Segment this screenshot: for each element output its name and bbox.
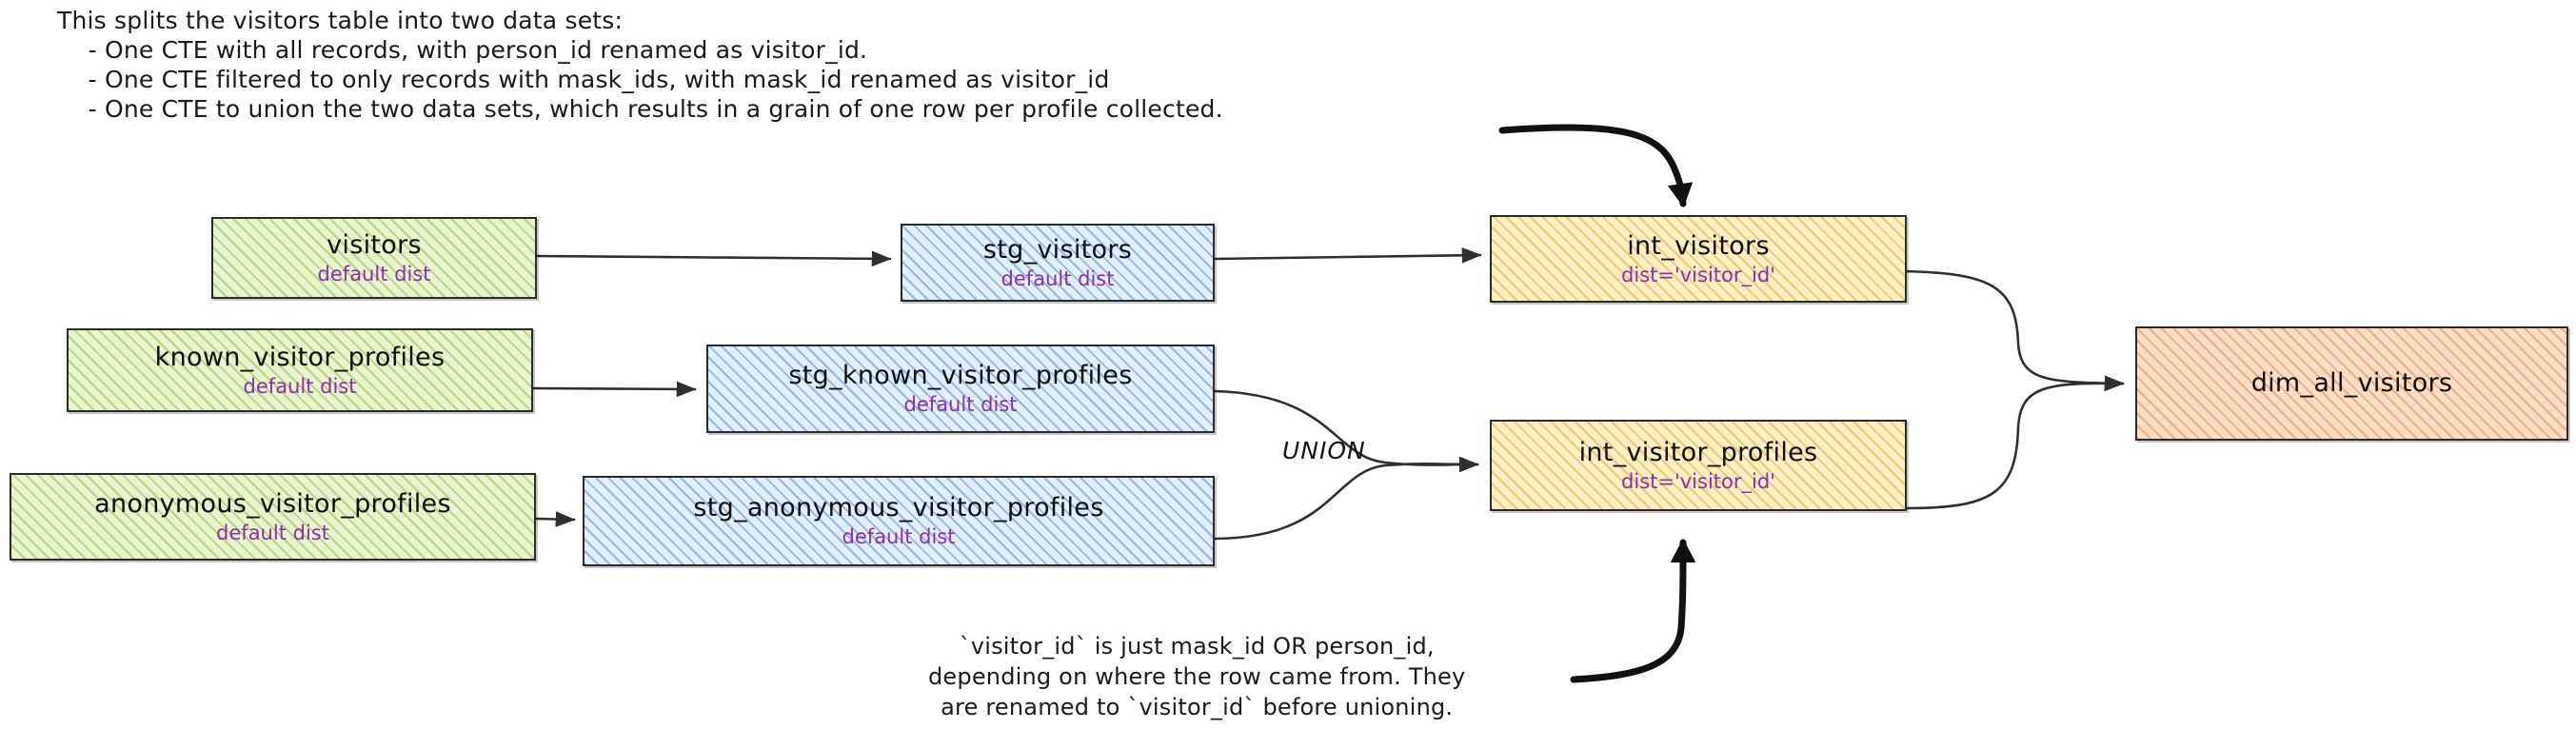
edge-visitors-to-stg-visitors — [534, 250, 892, 267]
node-int-visitors[interactable]: int_visitors dist='visitor_id' — [1490, 215, 1907, 303]
edge-anonymous-to-stg-anonymous — [534, 511, 576, 527]
node-stg-known-visitor-profiles[interactable]: stg_known_visitor_profiles default dist — [706, 345, 1215, 433]
node-dist: default dist — [903, 393, 1018, 416]
node-int-visitor-profiles[interactable]: int_visitor_profiles dist='visitor_id' — [1490, 420, 1907, 511]
union-label: UNION — [1282, 437, 1366, 464]
annotation-arrow-bottom — [1570, 538, 1696, 683]
node-dist: dist='visitor_id' — [1621, 263, 1775, 286]
annotation-arrow-top — [1498, 124, 1694, 208]
node-title: int_visitor_profiles — [1578, 437, 1818, 467]
node-title: anonymous_visitor_profiles — [94, 488, 451, 519]
node-title: known_visitor_profiles — [154, 342, 446, 372]
node-dist: dist='visitor_id' — [1621, 469, 1775, 493]
node-title: int_visitors — [1627, 230, 1770, 261]
node-title: stg_anonymous_visitor_profiles — [693, 493, 1104, 522]
node-dist: default dist — [1001, 266, 1115, 290]
node-dist: default dist — [243, 374, 357, 398]
node-dist: default dist — [317, 262, 431, 286]
node-dist: default dist — [216, 521, 329, 544]
node-title: visitors — [327, 229, 422, 260]
node-title: stg_known_visitor_profiles — [788, 361, 1133, 390]
node-title: stg_visitors — [982, 234, 1133, 265]
node-visitors[interactable]: visitors default dist — [211, 217, 537, 299]
node-known-visitor-profiles[interactable]: known_visitor_profiles default dist — [67, 328, 533, 412]
edge-int-visitors-to-dim-all-visitors — [1902, 269, 2125, 392]
node-stg-anonymous-visitor-profiles[interactable]: stg_anonymous_visitor_profiles default d… — [583, 476, 1215, 566]
node-title: dim_all_visitors — [2250, 368, 2453, 398]
node-dim-all-visitors[interactable]: dim_all_visitors — [2135, 326, 2568, 441]
edge-stg-visitors-to-int-visitors — [1212, 246, 1482, 264]
bottom-annotation-text: `visitor_id` is just mask_id OR person_i… — [928, 633, 1466, 720]
edge-stg-anonymous-to-int-visitor-profiles — [1212, 456, 1479, 541]
node-anonymous-visitor-profiles[interactable]: anonymous_visitor_profiles default dist — [10, 473, 536, 561]
node-dist: default dist — [842, 525, 956, 548]
node-stg-visitors[interactable]: stg_visitors default dist — [901, 224, 1215, 302]
edge-known-to-stg-known — [531, 381, 697, 398]
top-annotation-text: This splits the visitors table into two … — [57, 7, 1223, 123]
edge-int-visitor-profiles-to-dim-all-visitors — [1904, 375, 2125, 510]
